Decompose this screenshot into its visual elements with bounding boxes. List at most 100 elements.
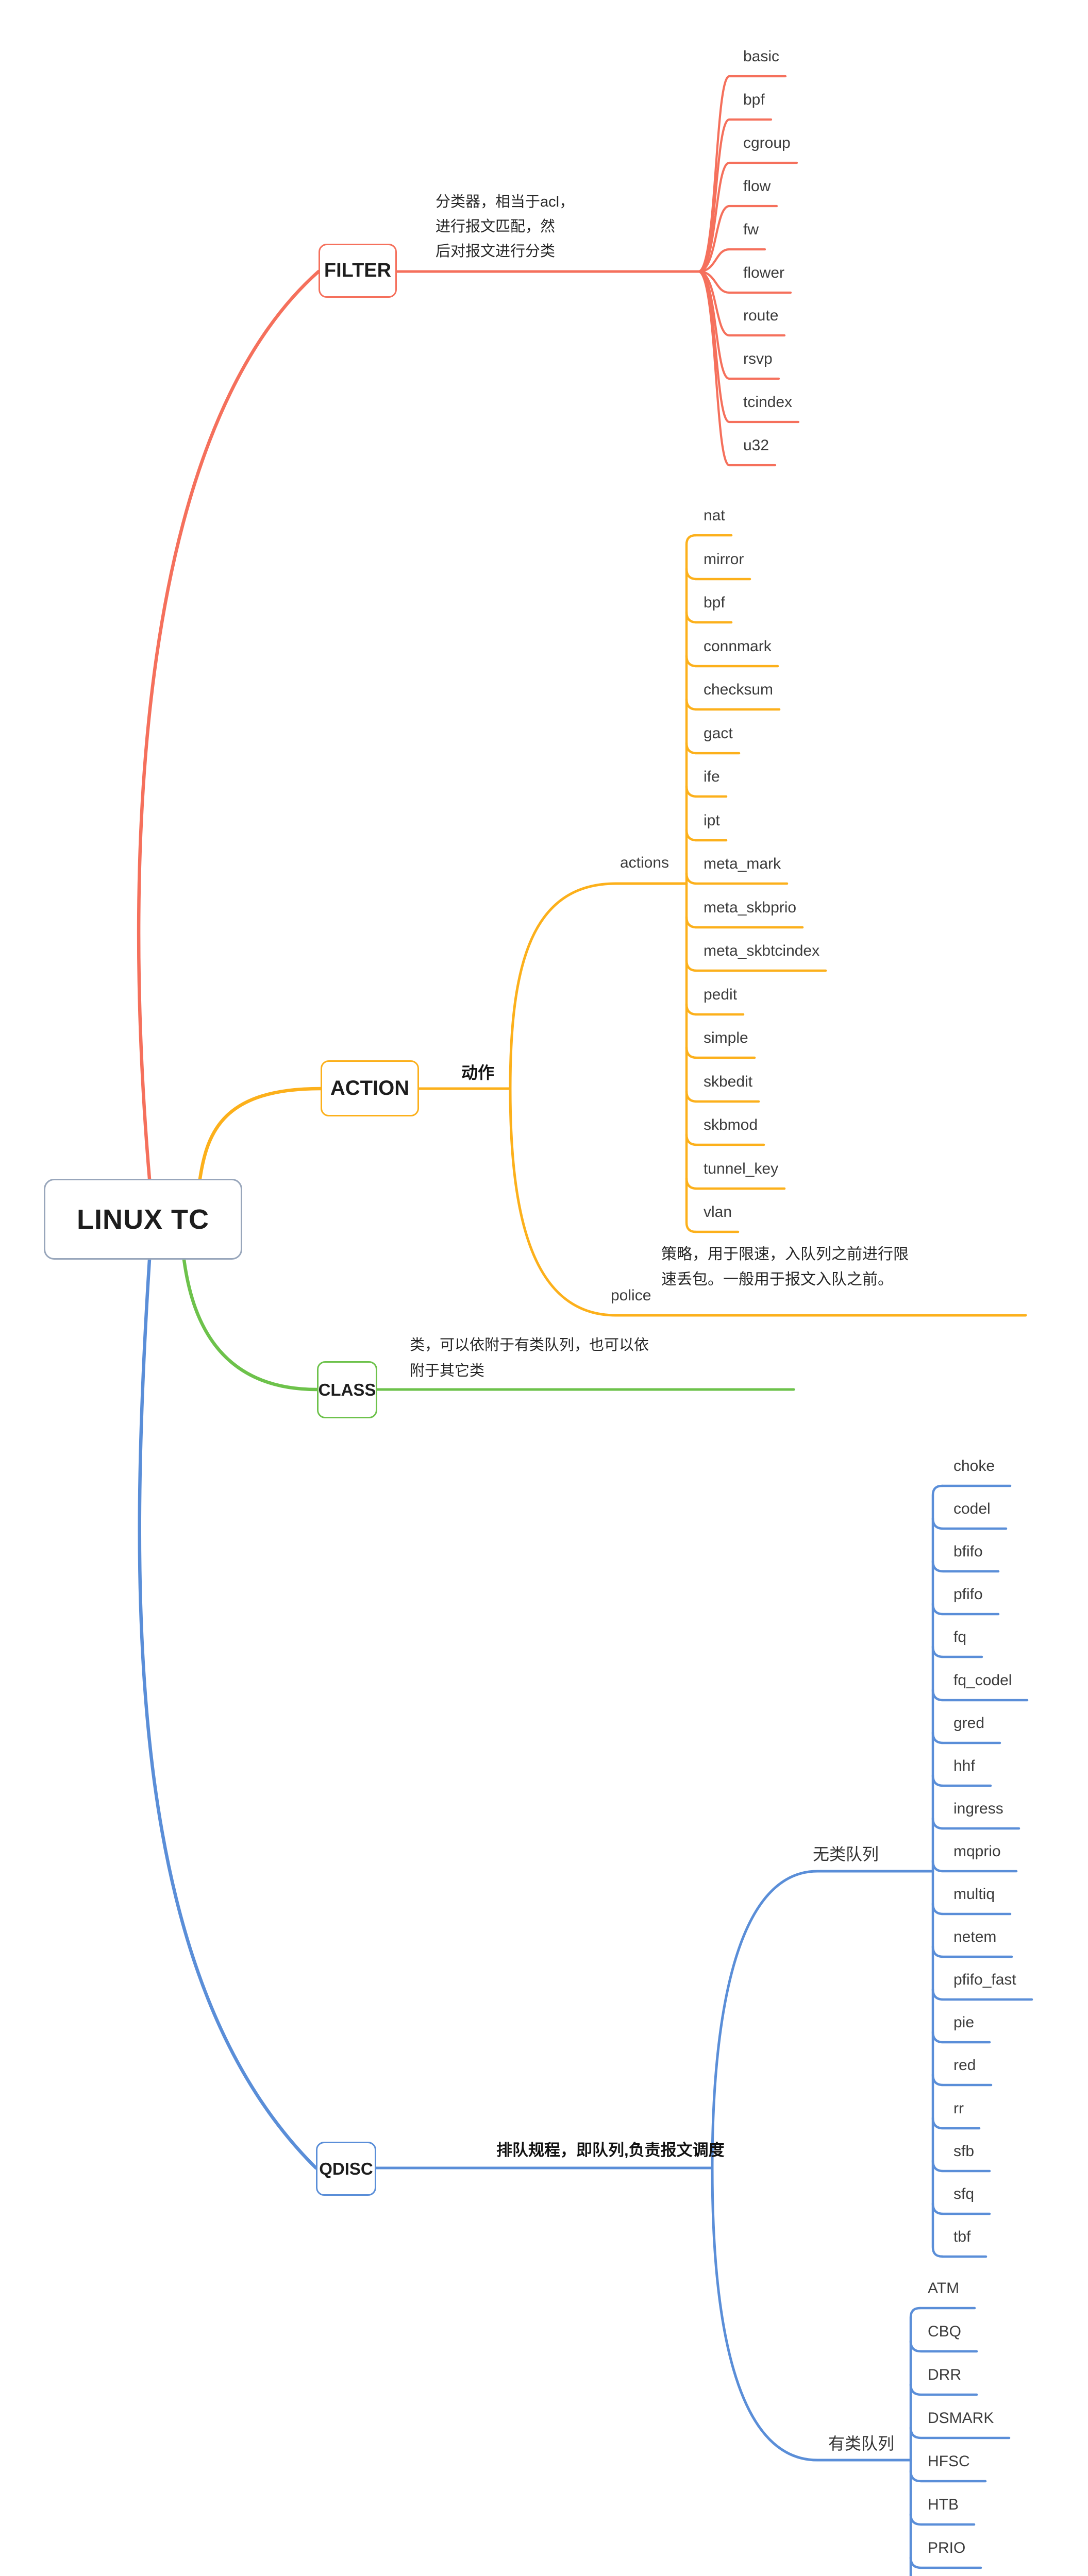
classless-child-underline-pfifo_fast [931, 1988, 1033, 2001]
classless-child-sfq[interactable]: sfq [953, 2185, 975, 2202]
actions-child-meta_skbprio[interactable]: meta_skbprio [704, 899, 797, 916]
classless-child-mqprio[interactable]: mqprio [953, 1843, 1001, 1860]
classful-child-DSMARK[interactable]: DSMARK [928, 2410, 994, 2427]
filter-child-u32[interactable]: u32 [743, 437, 769, 454]
branch-topic-action[interactable]: ACTION [321, 1060, 419, 1116]
qdisc-to-classless-curve [711, 1870, 934, 2170]
filter-child-cgroup[interactable]: cgroup [743, 134, 791, 151]
subtopic-police[interactable]: police [611, 1287, 651, 1304]
branch-topic-class[interactable]: CLASS [317, 1361, 377, 1418]
police-note: 策略，用于限速，入队列之前进行限 速丢包。一般用于报文入队之前。 [661, 1242, 909, 1292]
root-to-class-curve [182, 1258, 319, 1392]
classless-child-pie[interactable]: pie [953, 2014, 975, 2031]
classful-child-CBQ[interactable]: CBQ [928, 2323, 962, 2340]
classless-child-underline-hhf [931, 1774, 992, 1787]
class-note: 类，可以依附于有类队列，也可以依 附于其它类 [410, 1332, 649, 1384]
actions-child-simple[interactable]: simple [704, 1029, 748, 1046]
actions-child-nat[interactable]: nat [704, 507, 725, 524]
root-topic-linux-tc[interactable]: LINUX TC [44, 1179, 242, 1260]
actions-child-mirror[interactable]: mirror [704, 551, 744, 568]
classless-child-fq[interactable]: fq [953, 1629, 967, 1646]
actions-child-underline-simple [685, 1046, 756, 1059]
classless-child-sfb[interactable]: sfb [953, 2143, 975, 2160]
actions-child-vlan[interactable]: vlan [704, 1204, 732, 1221]
classless-child-underline-sfq [931, 2202, 991, 2215]
filter-child-route[interactable]: route [743, 307, 779, 324]
classful-child-underline-DSMARK [909, 2426, 1011, 2439]
filter-child-flow[interactable]: flow [743, 178, 771, 195]
filter-child-connector-flow [697, 205, 778, 273]
classful-child-underline-HTB [909, 2513, 976, 2526]
classless-child-fq_codel[interactable]: fq_codel [953, 1672, 1012, 1689]
root-to-filter-curve [137, 269, 321, 1181]
classful-child-DRR[interactable]: DRR [928, 2366, 961, 2383]
classless-child-underline-fq_codel [931, 1688, 1029, 1702]
classless-child-underline-codel [931, 1517, 1008, 1530]
filter-child-tcindex[interactable]: tcindex [743, 394, 793, 411]
classless-child-red[interactable]: red [953, 2057, 976, 2074]
actions-child-pedit[interactable]: pedit [704, 986, 738, 1003]
actions-child-meta_skbtcindex[interactable]: meta_skbtcindex [704, 942, 820, 959]
classful-child-HFSC[interactable]: HFSC [928, 2453, 970, 2470]
actions-child-ife[interactable]: ife [704, 768, 720, 785]
classless-child-hhf[interactable]: hhf [953, 1757, 975, 1774]
classful-child-ATM[interactable]: ATM [928, 2280, 960, 2297]
classless-child-choke[interactable]: choke [953, 1458, 995, 1475]
action-to-police-underline [509, 1087, 1027, 1317]
classless-child-pfifo_fast[interactable]: pfifo_fast [953, 1971, 1016, 1988]
subtopic-classful-queue[interactable]: 有类队列 [828, 2434, 895, 2453]
classless-child-underline-mqprio [931, 1859, 1018, 1873]
filter-child-connector-fw [697, 248, 766, 273]
subtopic-classless-queue[interactable]: 无类队列 [813, 1845, 879, 1863]
classless-child-underline-sfb [931, 2159, 991, 2173]
filter-child-connector-flower [697, 270, 792, 294]
qdisc-note: 排队规程，即队列,负责报文调度 [496, 2141, 725, 2159]
classful-child-PRIO[interactable]: PRIO [928, 2539, 966, 2556]
classless-child-netem[interactable]: netem [953, 1928, 997, 1945]
filter-child-connector-cgroup [697, 161, 798, 273]
classless-child-underline-netem [931, 1945, 1013, 1958]
classful-child-underline-DRR [909, 2383, 978, 2396]
classless-child-multiq[interactable]: multiq [953, 1886, 995, 1903]
subtopic-actions[interactable]: actions [620, 854, 669, 871]
actions-child-connmark[interactable]: connmark [704, 638, 772, 655]
actions-child-gact[interactable]: gact [704, 725, 733, 742]
classless-child-rr[interactable]: rr [953, 2100, 964, 2117]
classless-child-gred[interactable]: gred [953, 1715, 985, 1732]
classless-child-bfifo[interactable]: bfifo [953, 1543, 983, 1560]
actions-child-underline-checksum [685, 698, 781, 711]
branch-topic-filter[interactable]: FILTER [319, 244, 397, 298]
classful-child-underline-HFSC [909, 2469, 987, 2483]
actions-child-checksum[interactable]: checksum [704, 681, 774, 698]
actions-trunk-line [685, 534, 697, 1233]
classless-child-codel[interactable]: codel [953, 1500, 991, 1517]
filter-child-connector-bpf [697, 118, 773, 273]
actions-child-tunnel_key[interactable]: tunnel_key [704, 1160, 779, 1177]
classless-child-underline-pfifo [931, 1602, 1000, 1616]
classful-child-HTB[interactable]: HTB [928, 2496, 959, 2513]
actions-child-skbedit[interactable]: skbedit [704, 1073, 753, 1090]
classless-child-tbf[interactable]: tbf [953, 2228, 971, 2245]
actions-child-meta_mark[interactable]: meta_mark [704, 855, 781, 872]
actions-child-underline-meta_skbtcindex [685, 959, 827, 972]
filter-child-fw[interactable]: fw [743, 221, 759, 238]
filter-child-bpf[interactable]: bpf [743, 91, 765, 108]
actions-child-underline-skbedit [685, 1090, 760, 1103]
actions-child-ipt[interactable]: ipt [704, 812, 720, 829]
police-note-line: 策略，用于限速，入队列之前进行限 [661, 1246, 909, 1263]
filter-child-flower[interactable]: flower [743, 264, 785, 281]
actions-child-bpf[interactable]: bpf [704, 594, 725, 611]
actions-child-skbmod[interactable]: skbmod [704, 1116, 758, 1133]
qdisc-to-classful-curve [711, 2166, 912, 2462]
actions-child-underline-ife [685, 785, 728, 798]
filter-child-basic[interactable]: basic [743, 48, 780, 65]
branch-topic-qdisc[interactable]: QDISC [316, 2142, 376, 2196]
classful-child-underline-CBQ [909, 2340, 978, 2353]
classless-child-underline-gred [931, 1731, 1001, 1744]
classless-child-underline-ingress [931, 1817, 1020, 1830]
classless-child-pfifo[interactable]: pfifo [953, 1586, 983, 1603]
actions-child-underline-pedit [685, 1003, 745, 1016]
classless-child-ingress[interactable]: ingress [953, 1800, 1003, 1817]
filter-child-rsvp[interactable]: rsvp [743, 350, 773, 367]
